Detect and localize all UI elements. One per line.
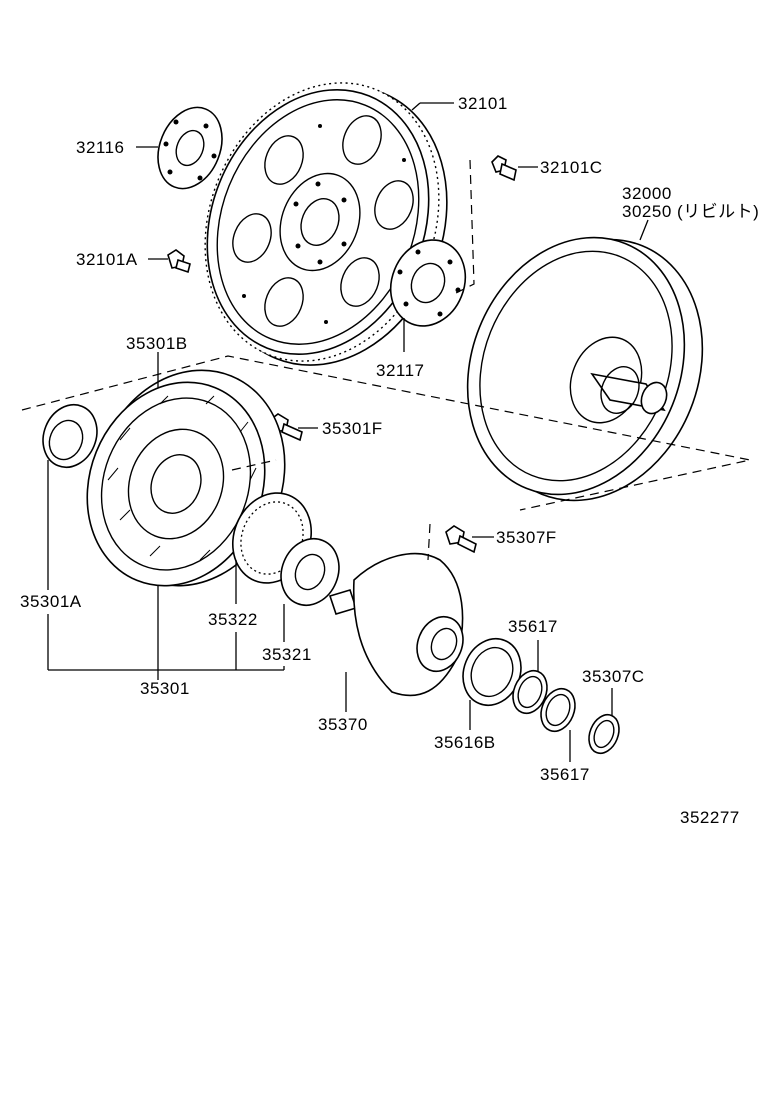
label-32116: 32116 bbox=[76, 138, 125, 157]
label-32101: 32101 bbox=[458, 94, 508, 113]
label-32117: 32117 bbox=[376, 361, 425, 380]
label-35301B: 35301B bbox=[126, 334, 188, 353]
label-35617-upper: 35617 bbox=[508, 617, 558, 636]
label-32101A: 32101A bbox=[76, 250, 138, 269]
drive-plate-32101 bbox=[204, 82, 448, 366]
leader-lines bbox=[47, 102, 649, 762]
assembly-outlines bbox=[21, 159, 751, 561]
bolt-32101A bbox=[167, 249, 191, 274]
label-35617-lower: 35617 bbox=[540, 765, 590, 784]
part-labels: 32101 32116 32101C 32000 30250 (リビルト) 32… bbox=[20, 94, 759, 827]
plate-32117 bbox=[389, 239, 467, 327]
seal-ring-35617-lower bbox=[540, 687, 576, 733]
label-35307F: 35307F bbox=[496, 528, 557, 547]
label-35301F: 35301F bbox=[322, 419, 383, 438]
stator-shaft-35370 bbox=[328, 552, 464, 697]
drive-gear-35321 bbox=[280, 537, 340, 607]
bolt-35307F bbox=[445, 525, 477, 554]
oil-seal-35301A bbox=[42, 403, 98, 469]
label-35301A: 35301A bbox=[20, 592, 82, 611]
diagram-id: 352277 bbox=[680, 808, 740, 827]
label-35370: 35370 bbox=[318, 715, 368, 734]
label-32101C: 32101C bbox=[540, 158, 603, 177]
seal-ring-35617-upper bbox=[512, 669, 548, 715]
torque-converter-32000 bbox=[466, 236, 704, 502]
label-35616B: 35616B bbox=[434, 733, 496, 752]
label-35307C: 35307C bbox=[582, 667, 645, 686]
oil-seal-35307C bbox=[588, 713, 620, 755]
bolt-32101C bbox=[491, 155, 517, 182]
label-32000: 32000 bbox=[622, 184, 672, 203]
label-35301: 35301 bbox=[140, 679, 190, 698]
plate-32116 bbox=[157, 106, 223, 190]
label-30250: 30250 (リビルト) bbox=[622, 202, 759, 221]
label-35322: 35322 bbox=[208, 610, 258, 629]
label-35321: 35321 bbox=[262, 645, 312, 664]
thrust-washer-35616B bbox=[462, 637, 522, 707]
